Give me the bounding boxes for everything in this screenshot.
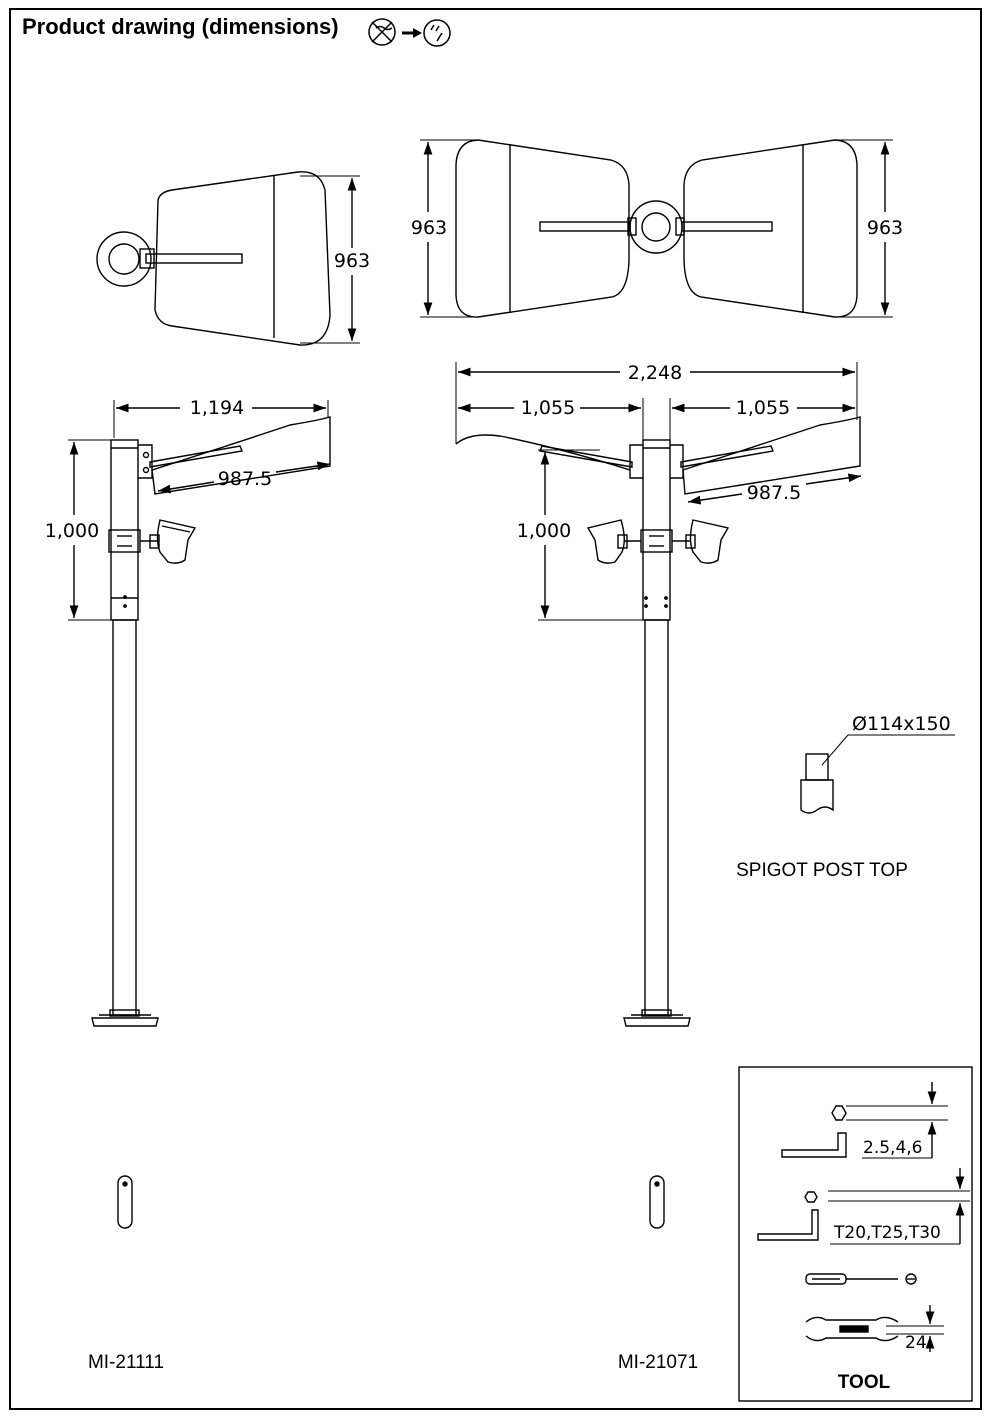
page-title: Product drawing (dimensions) — [22, 14, 339, 39]
top-double-height-right: 963 — [867, 217, 903, 239]
side-view-single — [68, 400, 331, 1229]
double-right-arm-dim: 1,055 — [736, 397, 790, 419]
top-double-height-left: 963 — [411, 217, 447, 239]
torx-key-sizes: T20,T25,T30 — [833, 1223, 941, 1243]
single-arm-length-dim: 1,194 — [190, 397, 244, 419]
side-view-double — [455, 362, 862, 1229]
spigot-dimension: Ø114x150 — [852, 713, 951, 735]
single-head-length-dim: 987.5 — [218, 468, 272, 490]
top-view-single — [96, 171, 360, 346]
tool-box — [738, 1066, 973, 1402]
arrow-right-icon — [402, 28, 422, 38]
double-total-width-dim: 2,248 — [628, 362, 682, 384]
wrench-icon — [805, 1305, 944, 1352]
top-single-height-dim: 963 — [334, 250, 370, 272]
hex-key-sizes: 2.5,4,6 — [863, 1138, 922, 1158]
hex-key-icon — [781, 1082, 948, 1159]
double-head-length-dim: 987.5 — [747, 482, 801, 504]
tool-label: TOOL — [838, 1372, 891, 1393]
screwdriver-icon — [805, 1273, 917, 1285]
wrench-size: 24 — [905, 1333, 927, 1353]
single-model-label: MI-21111 — [88, 1352, 164, 1373]
double-model-label: MI-21071 — [618, 1352, 698, 1373]
double-left-arm-dim: 1,055 — [521, 397, 575, 419]
wall-mount-icon — [423, 19, 451, 47]
torx-key-icon — [757, 1168, 970, 1245]
no-drill-icon — [368, 18, 396, 46]
spigot-label: SPIGOT POST TOP — [736, 860, 908, 881]
double-height-dim: 1,000 — [517, 520, 571, 542]
top-view-double — [420, 139, 893, 318]
single-height-dim: 1,000 — [45, 520, 99, 542]
spigot-post-top — [800, 734, 955, 814]
drawing-frame — [9, 8, 982, 1410]
